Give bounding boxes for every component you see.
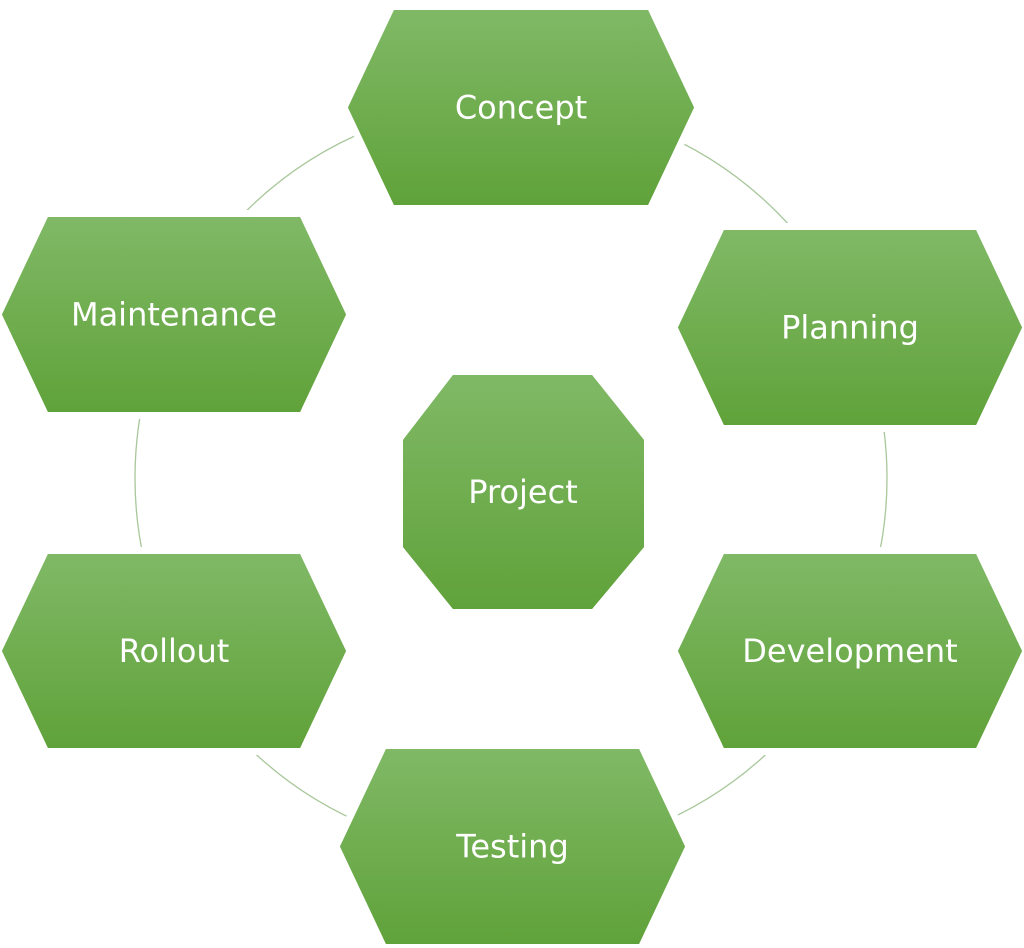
center-project-octagon-label: Project [468,473,577,511]
stage-concept-hexagon-label: Concept [455,89,587,127]
stage-planning-hexagon: Planning [670,223,1024,432]
center-project-octagon-shape [403,375,644,609]
stage-concept-hexagon-shape [348,10,694,205]
stage-testing-hexagon: Testing [332,742,693,948]
center-project-octagon: Project [396,368,651,616]
stage-maintenance-hexagon: Maintenance [0,210,354,419]
stage-maintenance-hexagon-shape [2,217,346,412]
stage-rollout-hexagon-label: Rollout [119,632,230,670]
stage-development-hexagon-label: Development [742,632,957,670]
stage-testing-hexagon-label: Testing [455,828,569,866]
stage-development-hexagon: Development [670,547,1024,755]
stage-development-hexagon-shape [678,554,1022,748]
stage-planning-hexagon-label: Planning [781,309,919,347]
stage-planning-hexagon-shape [678,230,1022,425]
stage-testing-hexagon-shape [340,749,685,944]
stage-rollout-hexagon-shape [2,554,346,748]
stage-maintenance-hexagon-label: Maintenance [71,296,277,334]
stage-rollout-hexagon: Rollout [0,547,354,755]
stage-concept-hexagon: Concept [340,3,702,212]
